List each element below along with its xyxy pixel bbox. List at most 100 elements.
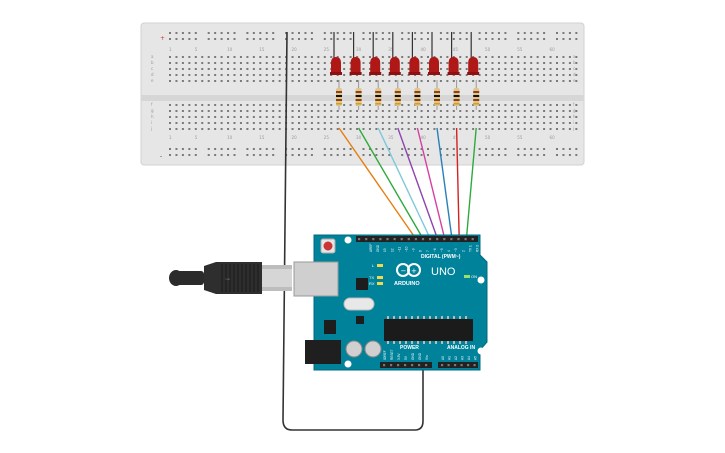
power-pin-label: 5V bbox=[404, 355, 408, 360]
column-label: 50 bbox=[485, 135, 491, 140]
column-label: 5 bbox=[195, 47, 198, 52]
svg-text:+: + bbox=[411, 267, 417, 275]
header-pin[interactable] bbox=[447, 364, 450, 367]
signal-wire[interactable] bbox=[397, 127, 439, 240]
led-array[interactable] bbox=[330, 32, 480, 75]
digital-pin-label: ~9 bbox=[412, 248, 416, 252]
header-pin[interactable] bbox=[407, 238, 410, 241]
column-label: 20 bbox=[292, 135, 298, 140]
red-led[interactable] bbox=[409, 57, 420, 74]
header-pin[interactable] bbox=[383, 364, 386, 367]
header-pin[interactable] bbox=[421, 238, 425, 241]
header-pin[interactable] bbox=[386, 238, 389, 241]
column-label: 1 bbox=[169, 135, 172, 140]
header-pin[interactable] bbox=[425, 364, 428, 367]
red-led[interactable] bbox=[370, 57, 381, 74]
signal-wire[interactable] bbox=[465, 127, 477, 240]
header-pin[interactable] bbox=[379, 238, 382, 241]
digital-pin-label: GND bbox=[376, 244, 380, 252]
analog-header[interactable] bbox=[438, 362, 478, 368]
header-pin[interactable] bbox=[454, 364, 457, 367]
signal-wire[interactable] bbox=[455, 127, 460, 240]
row-label: b bbox=[151, 60, 154, 65]
usb-port bbox=[293, 261, 339, 297]
power-pin-label: GND bbox=[418, 352, 422, 360]
header-pin[interactable] bbox=[400, 238, 403, 241]
header-pin[interactable] bbox=[372, 238, 375, 241]
ground-wire[interactable] bbox=[282, 31, 424, 431]
header-pin[interactable] bbox=[397, 364, 400, 367]
row-label: d bbox=[573, 72, 576, 77]
column-label: 50 bbox=[485, 47, 491, 52]
column-label: 35 bbox=[388, 47, 394, 52]
header-pin[interactable] bbox=[414, 238, 417, 241]
column-label: 1 bbox=[169, 47, 172, 52]
header-pin[interactable] bbox=[467, 364, 470, 367]
header-pin[interactable] bbox=[365, 238, 368, 241]
header-pin[interactable] bbox=[457, 238, 460, 241]
row-label: h bbox=[573, 114, 576, 119]
red-led[interactable] bbox=[331, 57, 341, 74]
red-led[interactable] bbox=[350, 57, 361, 74]
signal-wire[interactable] bbox=[357, 127, 424, 240]
power-pin-label: Vin bbox=[425, 355, 429, 360]
column-label: 20 bbox=[292, 47, 298, 52]
rail-plus-label: + bbox=[160, 35, 165, 42]
column-label: 35 bbox=[388, 135, 394, 140]
analog-pin-label: A5 bbox=[474, 356, 478, 360]
arduino-board[interactable]: − + ARDUINO UNO DIGITAL (PWM~) TX RX L O… bbox=[293, 234, 488, 371]
signal-wire[interactable] bbox=[416, 127, 446, 240]
digital-label: DIGITAL (PWM~) bbox=[421, 254, 461, 260]
header-pin[interactable] bbox=[450, 238, 453, 241]
red-led[interactable] bbox=[448, 57, 459, 74]
digital-pin-label: RX 0 bbox=[476, 245, 480, 252]
header-pin[interactable] bbox=[460, 364, 463, 367]
header-pin[interactable] bbox=[393, 238, 396, 241]
header-pin[interactable] bbox=[418, 364, 421, 367]
column-label: 60 bbox=[550, 47, 556, 52]
header-pin[interactable] bbox=[358, 238, 361, 241]
rx-label: RX bbox=[369, 281, 375, 286]
usb-cable[interactable]: ⇝ bbox=[169, 262, 292, 294]
signal-wire[interactable] bbox=[338, 127, 417, 240]
board-model: UNO bbox=[431, 266, 456, 278]
red-led[interactable] bbox=[468, 57, 479, 74]
column-label: 60 bbox=[550, 135, 556, 140]
red-led[interactable] bbox=[429, 57, 439, 74]
signal-wire[interactable] bbox=[377, 127, 432, 240]
power-label: POWER bbox=[400, 345, 419, 351]
header-pin[interactable] bbox=[390, 364, 393, 367]
power-pin-label: RESET bbox=[390, 349, 394, 360]
header-pin[interactable] bbox=[473, 364, 476, 367]
row-label: f bbox=[573, 102, 575, 107]
row-label: g bbox=[151, 108, 154, 113]
column-label: 30 bbox=[356, 135, 362, 140]
red-led[interactable] bbox=[389, 57, 400, 74]
arduino-logo: − + bbox=[396, 263, 421, 277]
header-pin[interactable] bbox=[429, 238, 432, 241]
header-pin[interactable] bbox=[441, 364, 444, 367]
digital-pin-label: 13 bbox=[383, 248, 387, 252]
digital-pin-label: ~3 bbox=[454, 248, 458, 252]
header-pin[interactable] bbox=[411, 364, 414, 367]
column-label: 40 bbox=[421, 135, 427, 140]
digital-pin-label: 2 bbox=[461, 250, 465, 252]
signal-wire[interactable] bbox=[436, 127, 453, 240]
column-label: 10 bbox=[227, 135, 233, 140]
digital-pin-label: ~5 bbox=[440, 248, 444, 252]
header-pin[interactable] bbox=[471, 238, 474, 241]
signal-wires[interactable] bbox=[338, 127, 477, 240]
row-label: e bbox=[151, 78, 154, 83]
capacitor-1 bbox=[345, 340, 363, 358]
header-pin[interactable] bbox=[464, 238, 467, 241]
row-label: a bbox=[573, 54, 576, 59]
resistor-array[interactable] bbox=[336, 80, 480, 110]
header-pin[interactable] bbox=[404, 364, 407, 367]
digital-pin-label: TX 1 bbox=[468, 245, 472, 252]
header-pin[interactable] bbox=[443, 238, 446, 241]
header-pin[interactable] bbox=[436, 238, 439, 241]
l-label: L bbox=[372, 263, 375, 268]
power-pin-label: GND bbox=[411, 352, 415, 360]
